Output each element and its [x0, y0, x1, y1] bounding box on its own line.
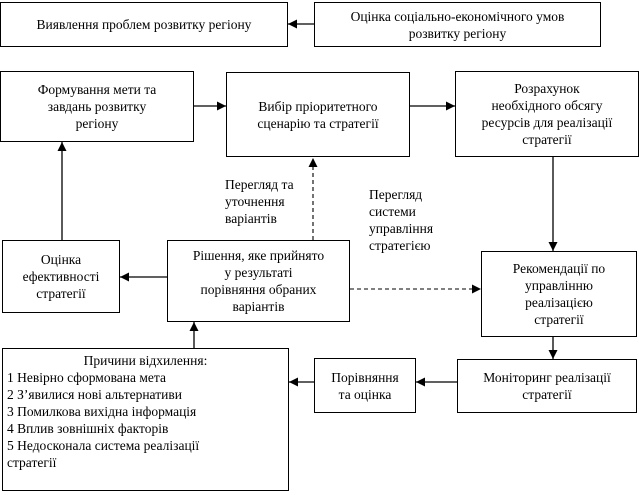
- deviation-reason-item: 5 Недосконала система реалізації стратег…: [7, 438, 200, 470]
- decision-box: Рішення, яке прийнято у результаті порів…: [167, 240, 350, 322]
- deviation-reason-item: 1 Невірно сформована мета: [7, 370, 166, 385]
- goals-text: Формування мети та завдань розвитку регі…: [37, 82, 157, 131]
- problems-text: Виявлення проблем розвитку регіону: [36, 17, 252, 32]
- comparison-box: Порівняння та оцінка: [314, 358, 416, 413]
- deviation-reason-item: 3 Помилкова вихідна інформація: [7, 404, 197, 419]
- review-system-label: Перегляд системи управління стратегією: [369, 187, 434, 253]
- deviation-reason-item: 4 Вплив зовнішніх факторів: [7, 421, 169, 436]
- deviation-reason-item: 2 З’явилися нові альтернативи: [7, 387, 182, 402]
- efficiency-box: Оцінка ефективності стратегії: [2, 240, 120, 313]
- decision-text: Рішення, яке прийнято у результаті порів…: [192, 248, 325, 314]
- recommendations-box: Рекомендації по управлінню реалізацією с…: [481, 251, 637, 337]
- comparison-text: Порівняння та оцінка: [331, 369, 399, 402]
- review-options-label: Перегляд та уточнення варіантів: [225, 177, 294, 226]
- deviation-reasons-title: Причини відхилення:: [83, 353, 208, 368]
- efficiency-text: Оцінка ефективності стратегії: [22, 252, 100, 301]
- priority-box: Вибір пріоритетного сценарію та стратегі…: [226, 72, 410, 157]
- goals-box: Формування мети та завдань розвитку регі…: [0, 71, 194, 142]
- resources-box: Розрахунок необхідного обсягу ресурсів д…: [455, 71, 639, 157]
- monitoring-box: Моніторинг реалізації стратегії: [457, 359, 637, 413]
- assessment-text: Оцінка соціально-економічного умов розви…: [350, 8, 565, 41]
- priority-text: Вибір пріоритетного сценарію та стратегі…: [257, 98, 379, 131]
- resources-text: Розрахунок необхідного обсягу ресурсів д…: [481, 81, 613, 147]
- deviation-reasons-box: Причини відхилення: 1 Невірно сформована…: [2, 348, 289, 491]
- problems-box: Виявлення проблем розвитку регіону: [0, 2, 288, 47]
- assessment-box: Оцінка соціально-економічного умов розви…: [314, 2, 601, 47]
- monitoring-text: Моніторинг реалізації стратегії: [483, 370, 611, 402]
- recommendations-text: Рекомендації по управлінню реалізацією с…: [512, 261, 606, 327]
